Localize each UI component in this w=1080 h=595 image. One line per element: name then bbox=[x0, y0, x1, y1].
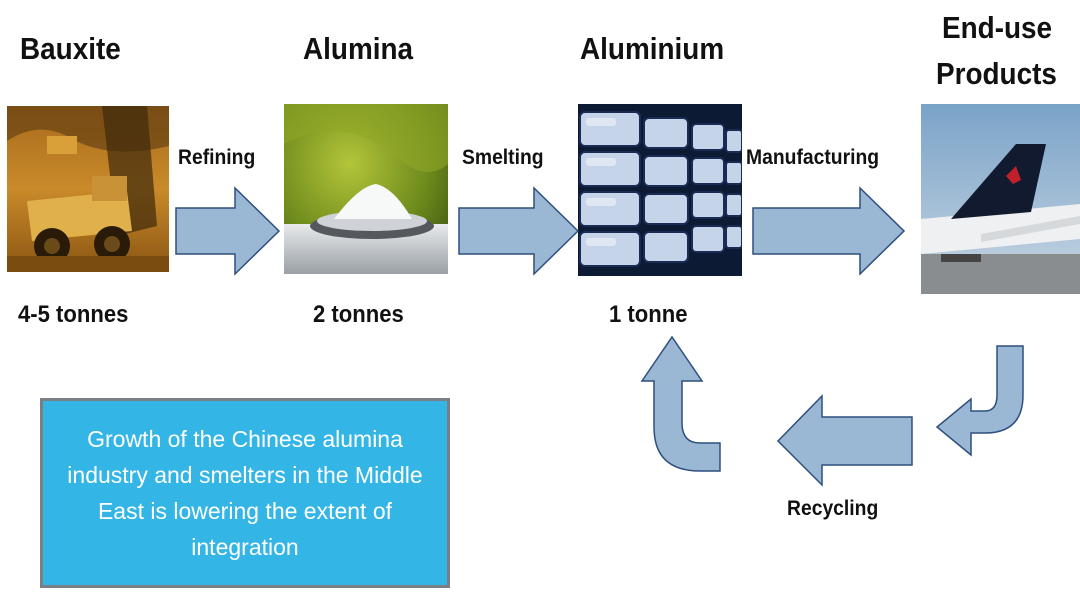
stage-title-end-use-line1: End-use bbox=[942, 10, 1053, 45]
stage-title-end-use-line2: Products bbox=[936, 56, 1057, 91]
stage-title-alumina: Alumina bbox=[303, 31, 414, 66]
alumina-powder-photo bbox=[284, 104, 448, 274]
process-label-recycling: Recycling bbox=[787, 497, 879, 520]
curved-up-arrow-icon bbox=[640, 335, 721, 472]
recycling-left-arrow-icon bbox=[776, 394, 913, 487]
stage-title-aluminium: Aluminium bbox=[580, 31, 725, 66]
mining-truck-photo bbox=[7, 106, 169, 272]
airplane-tail-photo bbox=[921, 104, 1080, 294]
smelting-arrow-icon bbox=[458, 186, 580, 276]
curved-down-arrow-icon bbox=[935, 345, 1024, 457]
aluminium-quantity: 1 tonne bbox=[609, 301, 688, 328]
integration-note-box: Growth of the Chinese alumina industry a… bbox=[40, 398, 450, 588]
stage-title-bauxite: Bauxite bbox=[20, 31, 121, 66]
process-label-manufacturing: Manufacturing bbox=[746, 146, 880, 169]
aluminium-ingots-photo bbox=[578, 104, 742, 276]
refining-arrow-icon bbox=[175, 186, 281, 276]
manufacturing-arrow-icon bbox=[752, 186, 906, 276]
alumina-quantity: 2 tonnes bbox=[313, 301, 404, 328]
process-label-smelting: Smelting bbox=[462, 146, 544, 169]
process-label-refining: Refining bbox=[178, 146, 256, 169]
bauxite-quantity: 4-5 tonnes bbox=[18, 301, 129, 328]
integration-note-text: Growth of the Chinese alumina industry a… bbox=[67, 426, 423, 560]
